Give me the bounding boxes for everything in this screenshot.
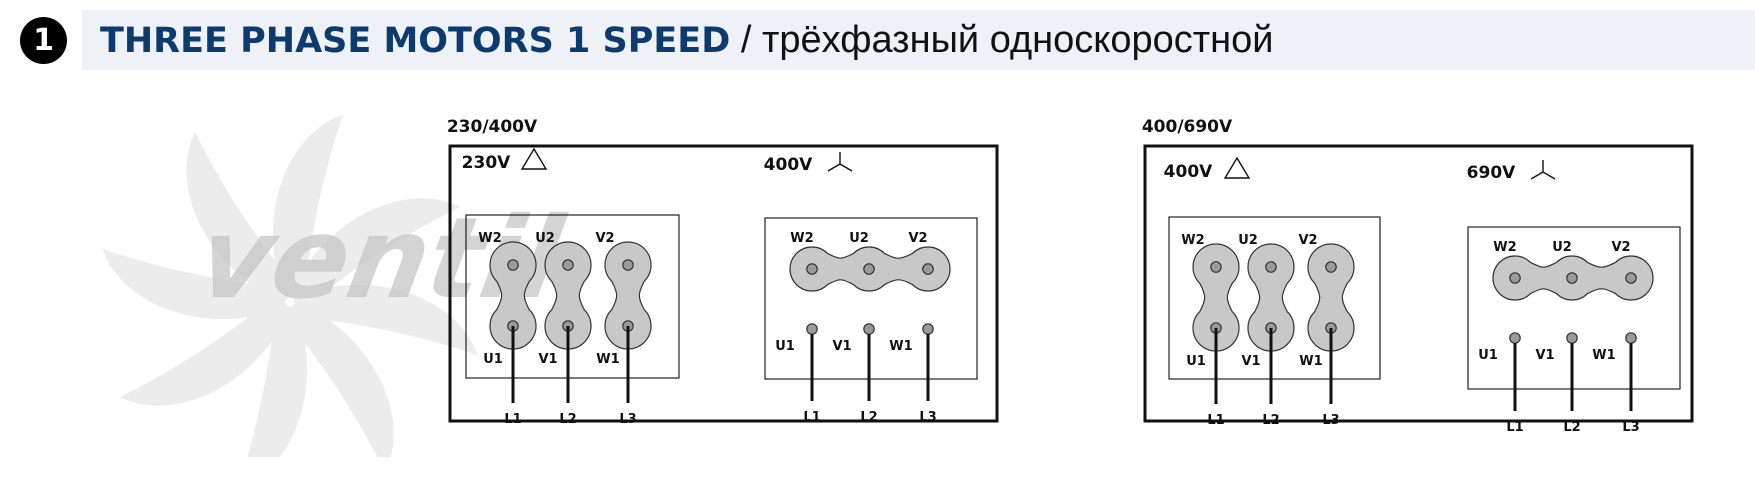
- terminal-stud: [1625, 332, 1637, 344]
- page-title: THREE PHASE MOTORS 1 SPEED / трёхфазный …: [100, 14, 1273, 66]
- diagram-frame: [1143, 144, 1694, 423]
- terminal-label-u1: U1: [1478, 348, 1498, 363]
- terminal-stud: [1566, 272, 1578, 284]
- terminal-label-u2: U2: [1238, 233, 1258, 248]
- terminal-stud: [562, 259, 574, 271]
- terminal-stud: [806, 263, 818, 275]
- terminal-label-u1: U1: [775, 339, 795, 354]
- star-symbol-icon: [1530, 160, 1556, 180]
- terminal-label-v1: V1: [1535, 348, 1554, 363]
- delta-link-bridge: [489, 241, 537, 350]
- line-label-l2: L2: [1563, 420, 1580, 435]
- terminal-stud: [1625, 272, 1637, 284]
- delta-link-bridge: [604, 241, 652, 350]
- terminal-stud: [507, 259, 519, 271]
- title-english: THREE PHASE MOTORS 1 SPEED: [100, 21, 731, 61]
- line-label-l3: L3: [1622, 420, 1639, 435]
- terminal-label-v2: V2: [908, 231, 927, 246]
- terminal-label-v1: V1: [538, 352, 557, 367]
- star-voltage-label: 690V: [1467, 163, 1516, 183]
- terminal-label-w1: W1: [889, 339, 912, 354]
- line-label-l3: L3: [1322, 413, 1339, 428]
- line-label-l1: L1: [504, 412, 521, 427]
- line-label-l3: L3: [919, 410, 936, 425]
- terminal-label-u2: U2: [849, 231, 869, 246]
- terminal-box: [764, 217, 978, 380]
- terminal-label-v2: V2: [1611, 240, 1630, 255]
- title-separator: /: [730, 19, 762, 61]
- terminal-label-v2: V2: [595, 231, 614, 246]
- terminal-box: [1168, 216, 1381, 380]
- terminal-stud: [863, 263, 875, 275]
- line-label-l3: L3: [619, 412, 636, 427]
- line-label-l2: L2: [860, 410, 877, 425]
- line-label-l1: L1: [803, 410, 820, 425]
- terminal-stud: [863, 323, 875, 335]
- terminal-label-w2: W2: [1181, 233, 1204, 248]
- terminal-label-w1: W1: [1299, 354, 1322, 369]
- header-bar: [82, 10, 1755, 70]
- terminal-stud: [1566, 332, 1578, 344]
- delta-link-bridge: [1192, 243, 1240, 352]
- terminal-stud: [1210, 261, 1222, 273]
- line-label-l1: L1: [1207, 413, 1224, 428]
- terminal-label-w1: W1: [1592, 348, 1615, 363]
- terminal-box: [465, 214, 680, 379]
- terminal-stud: [622, 259, 634, 271]
- terminal-stud: [922, 323, 934, 335]
- step-number-badge: 1: [20, 17, 67, 64]
- delta-voltage-label: 400V: [1164, 162, 1213, 182]
- terminal-stud: [1325, 261, 1337, 273]
- terminal-label-v1: V1: [832, 339, 851, 354]
- delta-link-bridge: [1307, 243, 1355, 352]
- terminal-label-v2: V2: [1298, 233, 1317, 248]
- terminal-box: [1467, 226, 1681, 390]
- title-russian: трёхфазный односкоростной: [761, 19, 1274, 61]
- line-label-l2: L2: [559, 412, 576, 427]
- terminal-label-w2: W2: [478, 231, 501, 246]
- terminal-stud: [806, 323, 818, 335]
- terminal-label-v1: V1: [1241, 354, 1260, 369]
- terminal-stud: [1265, 261, 1277, 273]
- star-voltage-label: 400V: [764, 155, 813, 175]
- line-label-l1: L1: [1506, 420, 1523, 435]
- delta-link-bridge: [544, 241, 592, 350]
- fan-icon: [102, 114, 478, 457]
- terminal-stud: [1509, 332, 1521, 344]
- supply-voltage-label: 400/690V: [1142, 117, 1233, 137]
- delta-voltage-label: 230V: [462, 153, 511, 173]
- supply-voltage-label: 230/400V: [447, 117, 538, 137]
- terminal-label-u2: U2: [535, 231, 555, 246]
- terminal-label-u2: U2: [1552, 240, 1572, 255]
- terminal-label-w2: W2: [1493, 240, 1516, 255]
- terminal-stud: [1509, 272, 1521, 284]
- terminal-label-u1: U1: [1186, 354, 1206, 369]
- terminal-label-u1: U1: [483, 352, 503, 367]
- delta-link-bridge: [1247, 243, 1295, 352]
- star-symbol-icon: [827, 152, 853, 172]
- diagram-frame: [448, 144, 999, 423]
- line-label-l2: L2: [1262, 413, 1279, 428]
- terminal-label-w1: W1: [596, 352, 619, 367]
- delta-symbol-icon: [520, 147, 548, 170]
- terminal-stud: [922, 263, 934, 275]
- delta-symbol-icon: [1223, 156, 1251, 179]
- terminal-label-w2: W2: [790, 231, 813, 246]
